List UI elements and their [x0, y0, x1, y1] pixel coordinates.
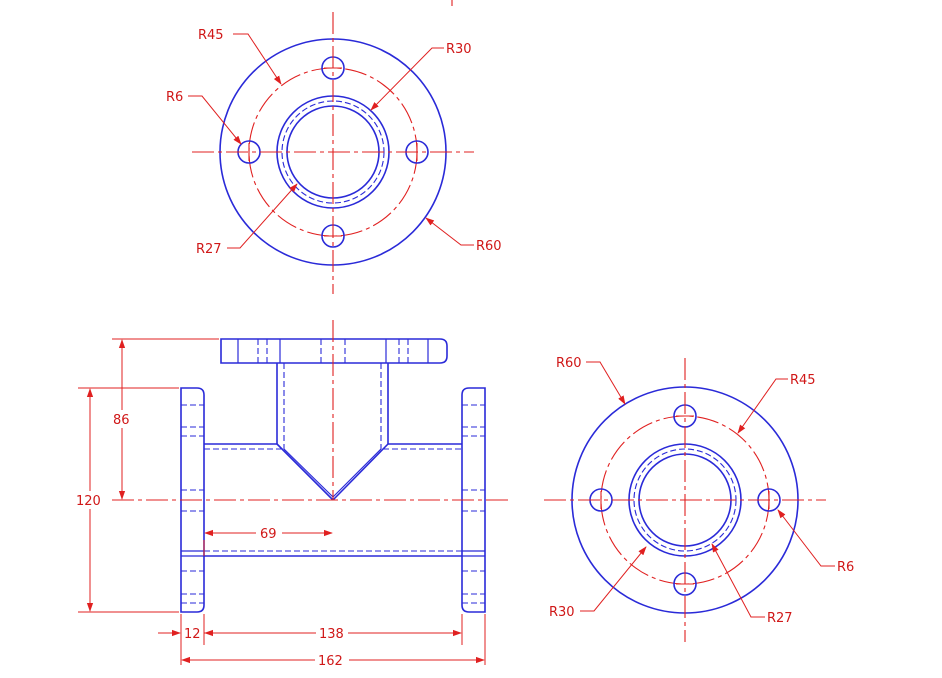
leader-top-r60 — [425, 217, 474, 246]
label-top-r30: R30 — [446, 42, 472, 57]
leader-top-r45 — [233, 33, 282, 85]
leader-side-r45 — [737, 378, 788, 434]
leader-side-r60 — [586, 361, 626, 405]
front-left-flange — [180, 387, 205, 613]
label-side-r60: R60 — [556, 356, 582, 371]
dim-120-text: 120 — [76, 494, 101, 509]
dim-86-text: 86 — [113, 413, 130, 428]
leader-top-r30 — [370, 47, 444, 111]
leader-side-r6 — [777, 509, 835, 567]
front-view-dimensions: 86 120 69 12 138 162 — [72, 338, 486, 669]
front-right-flange — [461, 387, 486, 613]
dim-162-text: 162 — [318, 654, 343, 669]
leader-side-r30 — [580, 546, 647, 612]
label-side-r6: R6 — [837, 560, 854, 575]
front-intersection-right — [332, 443, 389, 501]
top-view-flange — [192, 12, 474, 294]
label-top-r60: R60 — [476, 239, 502, 254]
leader-top-r27 — [227, 183, 298, 249]
dim-12-text: 12 — [184, 627, 201, 642]
side-view-flange — [544, 358, 826, 642]
label-side-r27: R27 — [767, 611, 793, 626]
side-view-annotations: R60 R45 R6 R30 R27 — [549, 356, 854, 626]
label-side-r30: R30 — [549, 605, 575, 620]
label-top-r27: R27 — [196, 242, 222, 257]
label-side-r45: R45 — [790, 373, 816, 388]
dim-138-text: 138 — [319, 627, 344, 642]
front-view-tee — [112, 320, 512, 613]
front-intersection-left — [276, 443, 334, 501]
dim-69-text: 69 — [260, 527, 277, 542]
leader-side-r27 — [711, 543, 765, 618]
leader-top-r6 — [188, 95, 242, 145]
top-view-annotations: R45 R30 R6 R27 R60 — [166, 28, 502, 257]
label-top-r45: R45 — [198, 28, 224, 43]
label-top-r6: R6 — [166, 90, 183, 105]
front-top-flange — [220, 338, 448, 364]
